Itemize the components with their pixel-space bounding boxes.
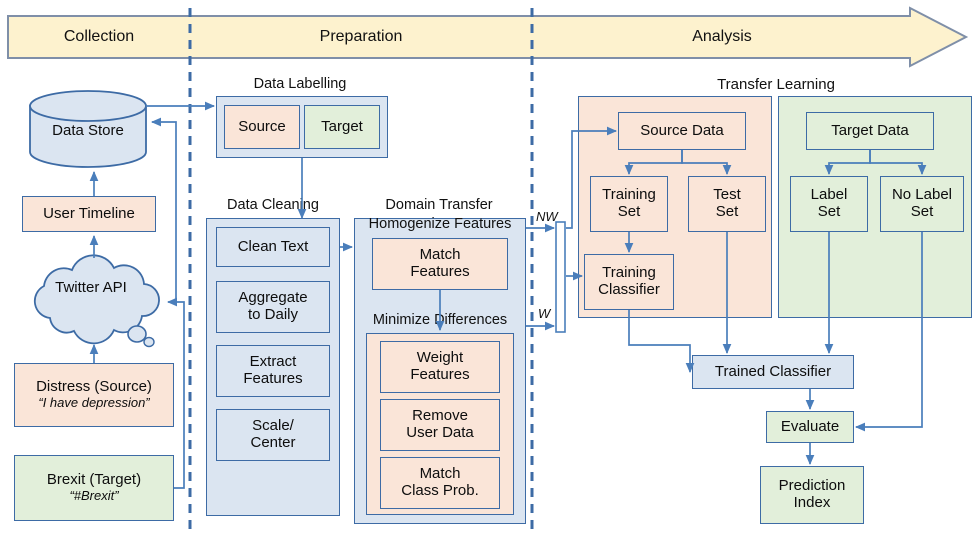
node-test-set[interactable]: Test Set — [688, 176, 766, 232]
node-label-set[interactable]: Label Set — [790, 176, 868, 232]
distress-source-title: Distress (Source) — [36, 378, 152, 396]
phase-label-preparation: Preparation — [319, 28, 403, 45]
node-user-timeline[interactable]: User Timeline — [22, 196, 156, 232]
edge-training-classifier-to-trained — [628, 310, 695, 374]
node-no-label-set[interactable]: No Label Set — [880, 176, 964, 232]
twitter-api-cloud — [33, 254, 160, 348]
node-scale-center[interactable]: Scale/ Center — [216, 409, 330, 461]
transfer-bracket — [555, 221, 566, 333]
node-distress-source[interactable]: Distress (Source) “I have depression” — [14, 363, 174, 427]
node-prediction-index[interactable]: Prediction Index — [760, 466, 864, 524]
group-label-domain-transfer: Domain Transfer — [385, 197, 493, 213]
node-match-class-prob[interactable]: Match Class Prob. — [380, 457, 500, 509]
twitter-api-label: Twitter API — [55, 278, 127, 296]
data-store-label: Data Store — [52, 121, 124, 139]
phase-label-analysis: Analysis — [692, 28, 752, 45]
group-label-transfer-learning: Transfer Learning — [717, 76, 835, 93]
node-aggregate-to-daily[interactable]: Aggregate to Daily — [216, 281, 330, 333]
node-evaluate[interactable]: Evaluate — [766, 411, 854, 443]
node-training-classifier[interactable]: Training Classifier — [584, 254, 674, 310]
data-store-cylinder — [29, 90, 147, 168]
node-match-features[interactable]: Match Features — [372, 238, 508, 290]
group-label-minimize-differences: Minimize Differences — [372, 312, 508, 328]
banner-arrow-shape — [7, 6, 969, 68]
node-training-set[interactable]: Training Set — [590, 176, 668, 232]
distress-source-quote: “I have depression” — [38, 395, 150, 411]
brexit-target-title: Brexit (Target) — [46, 471, 142, 489]
group-label-data-cleaning: Data Cleaning — [227, 197, 319, 213]
node-label-source[interactable]: Source — [224, 105, 300, 149]
group-label-homogenize-features: Homogenize Features — [368, 216, 512, 232]
brexit-target-quote: “#Brexit” — [69, 488, 119, 504]
node-target-data[interactable]: Target Data — [806, 112, 934, 150]
node-label-target[interactable]: Target — [304, 105, 380, 149]
node-remove-user-data[interactable]: Remove User Data — [380, 399, 500, 451]
group-label-data-labelling: Data Labelling — [253, 76, 347, 92]
phase-banner: Collection Preparation Analysis — [0, 6, 974, 68]
node-brexit-target[interactable]: Brexit (Target) “#Brexit” — [14, 455, 174, 521]
node-clean-text[interactable]: Clean Text — [216, 227, 330, 267]
edge-label-w: W — [538, 306, 551, 321]
phase-label-collection: Collection — [63, 28, 135, 45]
node-weight-features[interactable]: Weight Features — [380, 341, 500, 393]
node-trained-classifier[interactable]: Trained Classifier — [692, 355, 854, 389]
node-source-data[interactable]: Source Data — [618, 112, 746, 150]
edge-label-nw: NW — [536, 209, 558, 224]
node-extract-features[interactable]: Extract Features — [216, 345, 330, 397]
